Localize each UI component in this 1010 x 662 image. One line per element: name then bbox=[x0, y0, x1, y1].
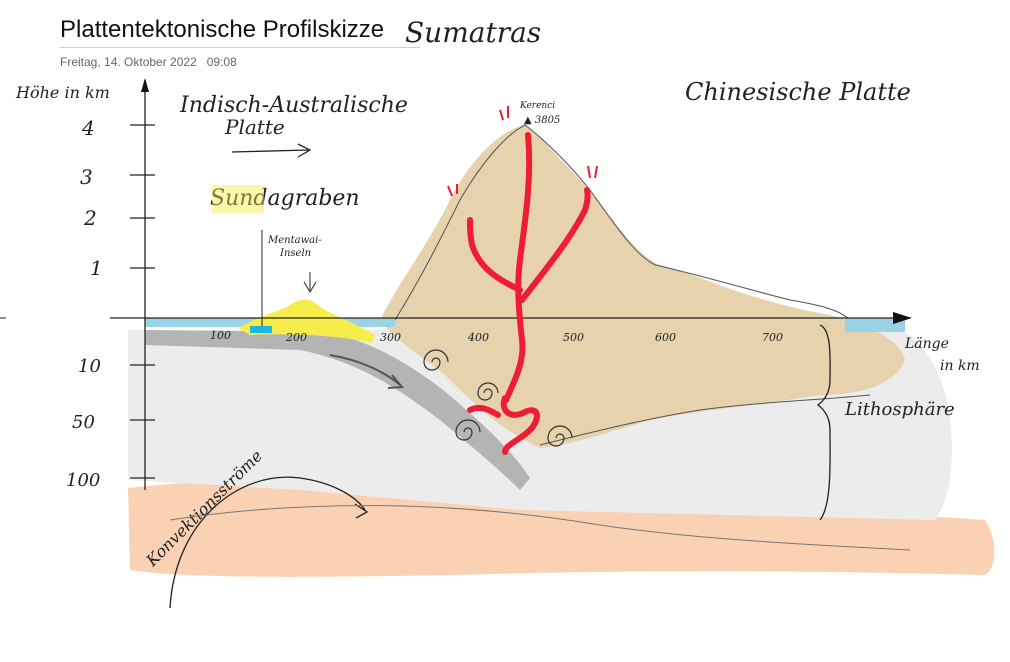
trench-label: Sundagraben bbox=[210, 186, 360, 211]
lithosphere-brace bbox=[816, 324, 831, 521]
x-tick-label: 500 bbox=[563, 331, 584, 344]
y-axis-arrowhead bbox=[141, 78, 149, 92]
x-tick-label: 300 bbox=[380, 331, 401, 344]
x-tick-label: 400 bbox=[467, 331, 489, 344]
x-tick-label: 100 bbox=[210, 329, 231, 342]
y-tick-label: 50 bbox=[72, 412, 95, 433]
mountain-body bbox=[380, 125, 905, 448]
page-date: Freitag, 14. Oktober 2022 bbox=[60, 55, 197, 69]
west-plate-label: Platte bbox=[224, 115, 285, 139]
mentawai-islands bbox=[238, 299, 375, 343]
x-axis-label: in km bbox=[940, 358, 980, 374]
plate-motion-arrow bbox=[231, 143, 312, 158]
page-meta: Freitag, 14. Oktober 2022 09:08 bbox=[60, 55, 237, 69]
mantle-zone bbox=[128, 478, 995, 577]
east-plate-label: Chinesische Platte bbox=[685, 78, 911, 106]
slab-arrowhead bbox=[387, 374, 405, 389]
y-tick-label: 1 bbox=[90, 256, 103, 280]
magma-channels bbox=[467, 132, 591, 455]
slab-arrow bbox=[329, 354, 401, 386]
x-tick-label: 700 bbox=[762, 331, 783, 344]
sunda-trench-water bbox=[250, 326, 272, 333]
x-tick-label: 200 bbox=[285, 331, 307, 344]
lithosphere-label: Lithosphäre bbox=[844, 399, 955, 420]
subducting-slab bbox=[145, 330, 530, 490]
west-plate-label: Indisch-Australische bbox=[179, 93, 408, 118]
page-time: 09:08 bbox=[206, 55, 237, 69]
y-tick-label: 3 bbox=[80, 165, 93, 189]
page-title: Plattentektonische Profilskizze bbox=[60, 16, 385, 43]
island-label: Sumatras bbox=[405, 16, 541, 49]
y-axis-label: Höhe in km bbox=[15, 83, 110, 102]
x-tick-label: 600 bbox=[655, 331, 676, 344]
mentawai-pointer bbox=[303, 272, 317, 293]
x-axis-label: Länge bbox=[904, 336, 949, 352]
friction-spirals bbox=[423, 349, 573, 447]
volcano-name-label: Kerenci bbox=[519, 101, 555, 111]
title-divider bbox=[60, 47, 420, 48]
convection-arrow bbox=[169, 476, 369, 609]
lithosphere-base-line bbox=[539, 394, 871, 446]
mentawai-label: Inseln bbox=[279, 248, 311, 259]
y-tick-marks bbox=[130, 124, 155, 479]
eruption-marks bbox=[447, 106, 598, 197]
y-tick-label: 2 bbox=[83, 206, 97, 230]
mantle-line bbox=[169, 505, 911, 551]
trench-label-highlight bbox=[212, 185, 264, 213]
volcano-height-label: ▲ 3805 bbox=[524, 115, 560, 126]
y-tick-label: 100 bbox=[66, 470, 100, 491]
mentawai-label: Mentawai- bbox=[267, 235, 322, 246]
y-tick-label: 10 bbox=[78, 356, 101, 377]
x-axis-arrowhead bbox=[893, 312, 912, 324]
y-tick-label: 4 bbox=[81, 116, 95, 140]
sea-east bbox=[845, 318, 905, 332]
